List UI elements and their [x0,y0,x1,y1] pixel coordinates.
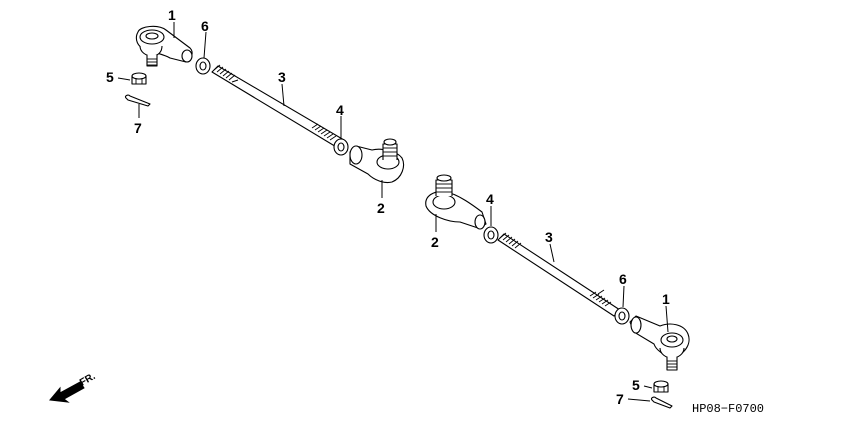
figure-code: HP08−F0700 [692,402,764,416]
upper-tie-rod-end-outer [135,25,193,67]
front-direction-indicator: FR. [49,371,98,403]
callout-lower-1: 1 [662,291,670,307]
lower-tie-rod-end-inner [425,174,487,230]
lower-tie-rod [497,232,621,317]
callout-lower-7: 7 [616,391,624,407]
upper-tie-rod [211,64,345,149]
callout-labels: 1 6 3 4 2 5 7 2 4 3 6 1 5 7 [106,7,670,407]
callout-lower-4: 4 [486,191,494,207]
lower-assembly [425,174,690,409]
upper-cotter-pin [124,94,151,107]
lower-lock-nut-6 [614,307,630,325]
front-arrow-icon [49,381,85,403]
lower-castle-nut [653,380,669,393]
upper-assembly [117,22,405,198]
callout-lower-6: 6 [619,271,627,287]
callout-upper-5: 5 [106,69,114,85]
callout-lower-3: 3 [545,229,553,245]
callout-upper-1: 1 [168,7,176,23]
callout-lower-5: 5 [632,377,640,393]
callout-upper-2: 2 [377,200,385,216]
callout-lower-2: 2 [431,234,439,250]
callout-upper-4: 4 [336,102,344,118]
upper-castle-nut [131,72,147,85]
callout-upper-3: 3 [278,69,286,85]
lower-lock-nut-4 [483,226,499,244]
lower-cotter-pin [650,396,673,409]
upper-lock-nut-4 [333,138,349,156]
lower-tie-rod-end-outer [629,315,690,371]
callout-upper-7: 7 [134,120,142,136]
front-label: FR. [78,371,98,389]
upper-lock-nut-6 [195,57,211,75]
upper-tie-rod-end-inner [349,138,405,184]
callout-upper-6: 6 [201,18,209,34]
